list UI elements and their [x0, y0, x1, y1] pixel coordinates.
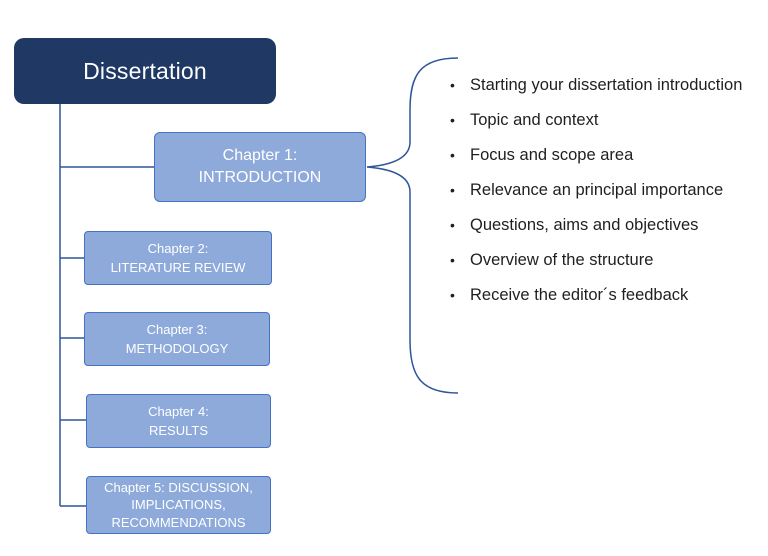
chapter-5-name-line-1: IMPLICATIONS,: [131, 497, 226, 513]
dissertation-root-node: Dissertation: [14, 38, 276, 104]
root-label: Dissertation: [83, 57, 207, 84]
list-item: Questions, aims and objectives: [448, 208, 758, 243]
chapter-3-name: METHODOLOGY: [125, 341, 229, 356]
chapter-4-title: Chapter 4:: [148, 403, 209, 419]
list-item: Overview of the structure: [448, 243, 758, 278]
list-item: Receive the editor´s feedback: [448, 278, 758, 313]
chapter-5-node: Chapter 5: DISCUSSION, IMPLICATIONS, REC…: [86, 476, 271, 534]
list-item: Focus and scope area: [448, 138, 758, 173]
chapter-1-title: Chapter 1:: [222, 146, 298, 164]
list-item: Starting your dissertation introduction: [448, 68, 758, 103]
chapter-2-node: Chapter 2: LITERATURE REVIEW: [84, 231, 272, 285]
introduction-points-list: Starting your dissertation introduction …: [448, 68, 758, 313]
brace-bracket: [366, 57, 459, 394]
chapter-1-name: INTRODUCTION: [198, 169, 322, 186]
chapter-1-node: Chapter 1: INTRODUCTION: [154, 132, 366, 202]
chapter-5-title: Chapter 5: DISCUSSION,: [104, 479, 253, 495]
list-item: Relevance an principal importance: [448, 173, 758, 208]
chapter-4-name: RESULTS: [149, 423, 208, 438]
chapter-3-node: Chapter 3: METHODOLOGY: [84, 312, 270, 366]
list-item: Topic and context: [448, 103, 758, 138]
chapter-2-name: LITERATURE REVIEW: [110, 260, 246, 275]
chapter-2-title: Chapter 2:: [147, 240, 209, 256]
chapter-5-name-line-2: RECOMMENDATIONS: [111, 514, 246, 530]
chapter-3-title: Chapter 3:: [146, 321, 208, 337]
chapter-4-node: Chapter 4: RESULTS: [86, 394, 271, 448]
